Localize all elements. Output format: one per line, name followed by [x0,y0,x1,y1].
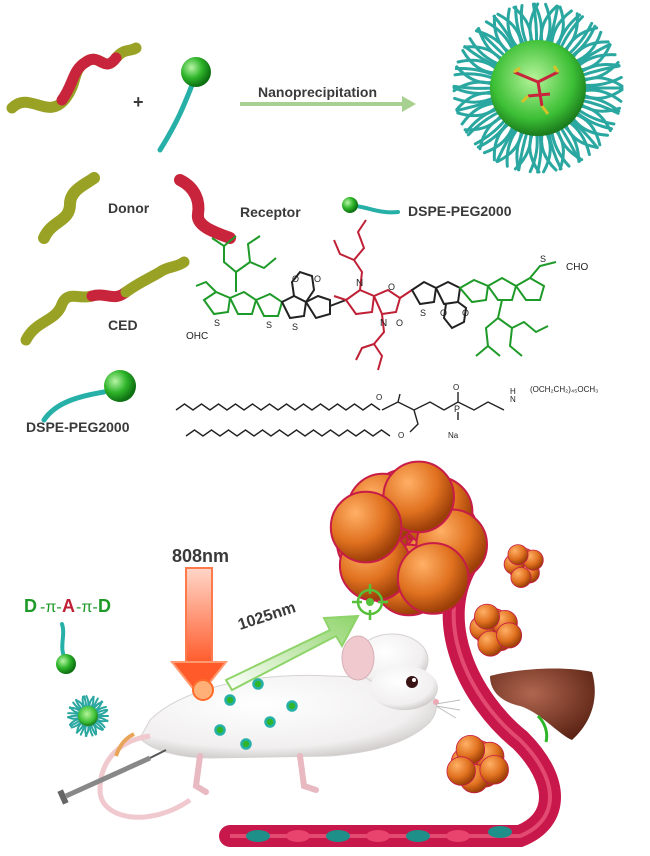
dspe-peg-molecule-bottom [56,622,76,674]
sulfur-label-3: S [292,322,298,332]
blood-cell [246,830,270,842]
tumor-lobe [329,490,403,564]
ced-label: CED [108,317,138,333]
nanoparticle-small [67,695,109,737]
peg-tail-label: (OCH₂CH₂)₄₅OCH₃ [530,385,598,394]
circulating-nanoparticle [286,700,298,712]
blood-cell [488,826,512,838]
carbonyl-o-label-1: O [388,282,395,292]
phosphorus-label: P [454,404,460,414]
amide-h-label: H [510,387,516,396]
oxygen-label-1: O [292,274,299,284]
scheme-donor-2: D [98,596,111,616]
blood-cell [406,830,430,842]
carbonyl-o-label-2: O [396,318,403,328]
dspe-peg-row-icon [41,370,136,423]
injection-tube [114,732,135,757]
circulating-nanoparticle [224,694,236,706]
tumor-lobe [479,755,509,785]
sulfur-label-4: S [420,308,426,318]
tumor-lobe [510,567,532,589]
dspe-peg-legend-icon [342,197,400,215]
cho-left-label: OHC [186,331,208,342]
sulfur-label-5: S [540,254,546,264]
cho-right-label: CHO [566,262,588,273]
tumor-small-1 [503,544,544,589]
nitrogen-label-2: N [380,318,387,329]
amide-n-label: N [510,395,516,404]
oxygen-label-2: O [314,274,321,284]
blood-cell [286,830,310,842]
nanoprecipitation-arrow [240,96,416,112]
ester-o-label-2: O [398,431,404,440]
tumor-lobe [446,756,476,786]
dspe-peg-structure [175,392,505,437]
circulating-nanoparticle [252,678,264,690]
scheme-donor-1: D [24,596,37,616]
ester-o-label-1: O [376,393,382,402]
liver [490,668,595,743]
dspe-peg-legend-label: DSPE-PEG2000 [408,203,512,219]
dspe-peg-molecule-top [157,57,211,153]
receptor-segment [174,174,236,244]
donor-label: Donor [108,200,150,216]
nanoprecipitation-label: Nanoprecipitation [258,84,377,100]
sodium-label: Na [448,431,459,440]
tumor-lobe [473,603,500,630]
circulating-nanoparticle [214,724,226,736]
tumor-lobe [496,622,523,649]
donor-segment [38,172,100,244]
tumor-small-2 [469,603,523,657]
tumor-lobe [396,542,470,615]
peg-brush-strand [568,24,597,59]
tumor-large [329,460,489,617]
circulating-nanoparticle [264,716,276,728]
excitation-label: 808nm [172,546,229,566]
peg-brush-strand [84,723,88,737]
ced-polymer-chain [6,42,142,114]
blood-cell [326,830,350,842]
target-icon [352,584,388,620]
tumor-lobe [507,544,529,566]
laser-arrow [169,567,229,698]
sulfur-label-1: S [214,318,220,328]
peg-brush-strand [463,45,501,69]
blood-vessel [219,549,561,847]
scheme-pi-2: -π- [76,599,98,616]
peg-brush-strand [67,714,80,719]
nitrogen-label-1: N [356,278,363,289]
circulating-nanoparticle [240,738,252,750]
nanoparticle [452,2,624,174]
sulfur-label-2: S [266,320,272,330]
laser-spot [192,679,214,701]
tumor-small-3 [446,735,509,794]
receptor-label: Receptor [240,204,301,220]
emission-label: 1025nm [236,599,298,634]
ced-chain-model [20,256,190,346]
dspe-peg-row-label: DSPE-PEG2000 [26,419,130,435]
emission-arrow [224,614,360,692]
plus-sign: + [133,92,144,112]
mouse [97,633,461,820]
scheme-acceptor: A [62,596,75,616]
syringe [57,749,167,805]
blood-cell [366,830,390,842]
blood-cell [446,830,470,842]
oxygen-label-3: O [440,308,447,318]
ced-structure [195,219,557,371]
oxygen-label-4: O [462,308,469,318]
phosphate-o-label: O [453,383,459,392]
scheme-pi-1: -π- [40,599,62,616]
